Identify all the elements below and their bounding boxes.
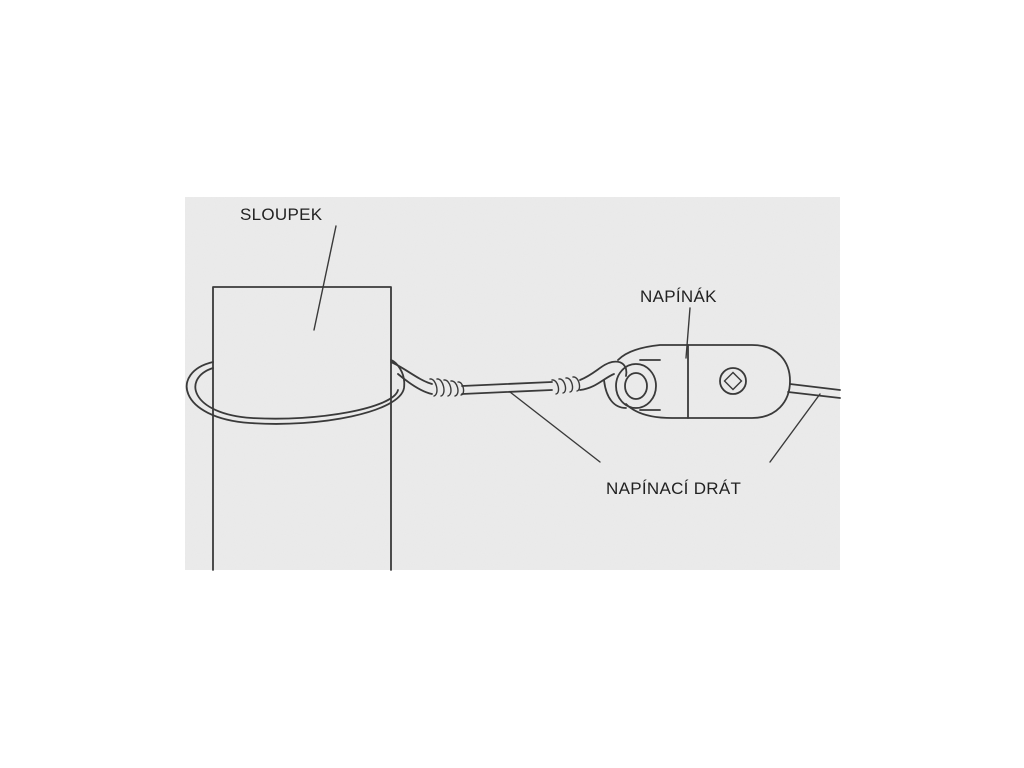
label-tensioner: NAPÍNÁK xyxy=(640,287,717,306)
wire-main-lower xyxy=(461,389,553,395)
wire-to-eye-upper xyxy=(579,360,628,381)
leader-line-wire-left xyxy=(509,391,601,463)
wire-loop xyxy=(185,359,406,425)
leader-line-wire-right xyxy=(769,393,821,463)
leader-line-tensioner xyxy=(685,307,691,359)
tensioner-square-hole xyxy=(719,367,747,395)
tensioner-body xyxy=(617,344,791,419)
wire-segment-post-lower xyxy=(397,373,433,395)
wire-segment-post xyxy=(390,361,433,385)
leader-line-post xyxy=(313,225,337,331)
label-wire: NAPÍNACÍ DRÁT xyxy=(606,479,741,498)
wire-eye-return xyxy=(603,379,627,409)
wire-twist-right xyxy=(551,376,581,395)
wire-exit-right xyxy=(789,383,841,391)
wire-exit-right-lower xyxy=(787,391,841,399)
tensioner-eye xyxy=(615,363,657,409)
wire-main-upper xyxy=(461,381,553,387)
wire-to-eye-lower xyxy=(579,373,615,391)
label-post: SLOUPEK xyxy=(240,205,323,224)
fence-post xyxy=(212,286,392,571)
